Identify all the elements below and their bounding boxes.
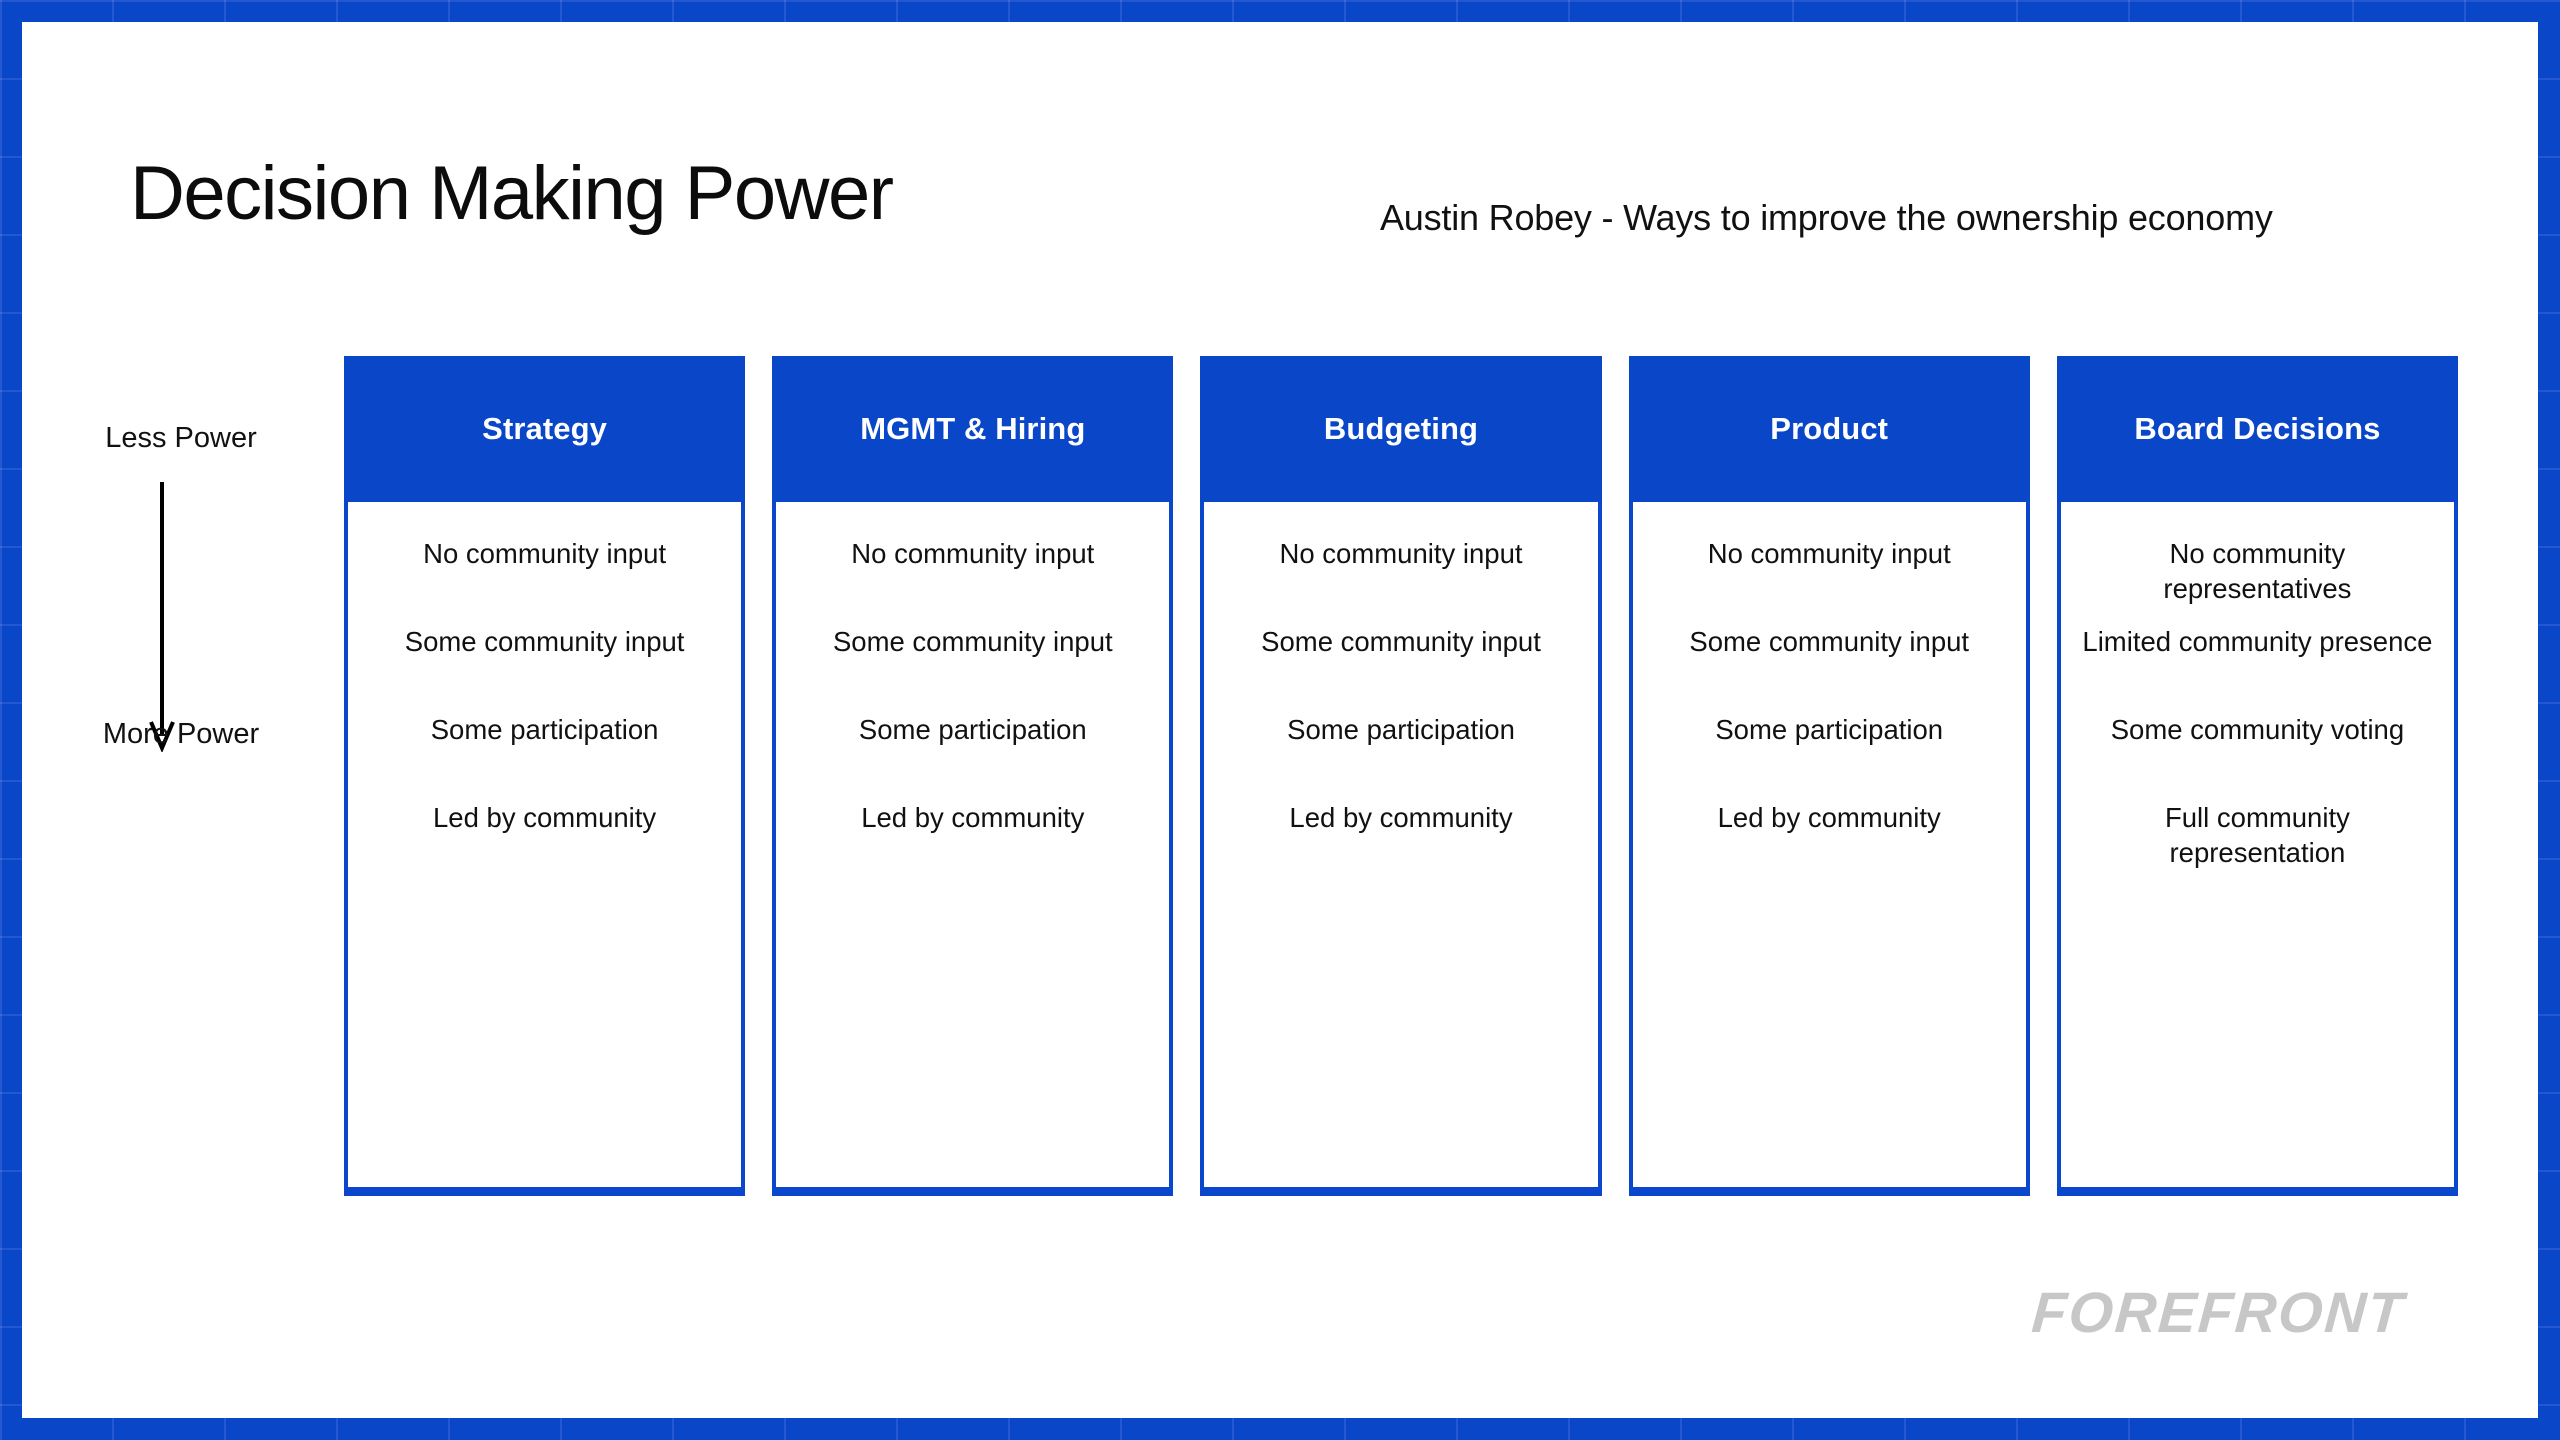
matrix-cell: Some community input	[348, 624, 741, 712]
cell-text: Full community representation	[2164, 802, 2350, 868]
column-header[interactable]: Product	[1628, 356, 2030, 502]
matrix-cell: Some participation	[1204, 712, 1597, 800]
cell-text: Some community input	[1689, 626, 1970, 657]
cell-text: Some participation	[1715, 714, 1944, 745]
matrix-column-product[interactable]: Product No community input Some communit…	[1628, 356, 2030, 1196]
matrix-cell: Led by community	[1633, 800, 2026, 888]
matrix-cell: Some community voting	[2061, 712, 2454, 800]
arrow-down-icon	[149, 482, 175, 752]
matrix-cell: No community representatives	[2061, 536, 2454, 624]
cell-text: Led by community	[1289, 802, 1513, 833]
matrix-column-board-decisions[interactable]: Board Decisions No community representat…	[2056, 356, 2459, 1196]
column-header[interactable]: Strategy	[344, 356, 746, 502]
matrix-cell: No community input	[776, 536, 1169, 624]
cell-text: Some community input	[832, 626, 1113, 657]
column-header[interactable]: Board Decisions	[2056, 356, 2459, 502]
power-axis: Less Power More Power	[56, 422, 306, 1252]
matrix-cell: Some community input	[1204, 624, 1597, 712]
matrix-cell: Some community input	[776, 624, 1169, 712]
column-header[interactable]: Budgeting	[1200, 356, 1602, 502]
matrix-cell: Some participation	[776, 712, 1169, 800]
matrix-cell: Limited community presence	[2061, 624, 2454, 712]
axis-label-more-power: More Power	[102, 718, 260, 750]
cell-text: Some community voting	[2110, 714, 2405, 745]
matrix-column-budgeting[interactable]: Budgeting No community input Some commun…	[1200, 356, 1602, 1196]
matrix-cell: Some community input	[1633, 624, 2026, 712]
cell-text: No community input	[1707, 538, 1951, 569]
cell-text: Some participation	[858, 714, 1087, 745]
page-title: Decision Making Power	[130, 151, 894, 236]
slide-canvas: Decision Making Power Austin Robey - Way…	[22, 22, 2538, 1418]
cell-text: Some community input	[404, 626, 685, 657]
cell-text: Led by community	[1717, 802, 1941, 833]
matrix-cell: Led by community	[776, 800, 1169, 888]
matrix-cell: Full community representation	[2061, 800, 2454, 888]
matrix-cell: Some participation	[1633, 712, 2026, 800]
matrix-column-strategy[interactable]: Strategy No community input Some communi…	[344, 356, 746, 1196]
cell-text: Limited community presence	[2082, 626, 2433, 657]
matrix-column-mgmt-hiring[interactable]: MGMT & Hiring No community input Some co…	[772, 356, 1174, 1196]
power-matrix: Strategy No community input Some communi…	[344, 356, 2459, 1196]
cell-text: Some participation	[1287, 714, 1515, 745]
cell-text: Led by community	[433, 802, 657, 833]
matrix-cell: Some participation	[348, 712, 741, 800]
cell-text: No community input	[1279, 538, 1523, 569]
matrix-cell: No community input	[348, 536, 741, 624]
matrix-cell: Led by community	[1204, 800, 1597, 888]
axis-label-less-power: Less Power	[105, 422, 257, 454]
matrix-cell: No community input	[1633, 536, 2026, 624]
column-body: No community input Some community input …	[1628, 502, 2030, 1196]
cell-text: Some community input	[1261, 626, 1541, 657]
matrix-cell: No community input	[1204, 536, 1597, 624]
column-body: No community input Some community input …	[772, 502, 1174, 1196]
column-body: No community input Some community input …	[344, 502, 746, 1196]
cell-text: No community representatives	[2163, 538, 2352, 604]
column-header[interactable]: MGMT & Hiring	[772, 356, 1174, 502]
cell-text: No community input	[423, 538, 667, 569]
slide-subtitle: Austin Robey - Ways to improve the owner…	[1380, 197, 2273, 238]
cell-text: Led by community	[861, 802, 1085, 833]
column-body: No community representatives Limited com…	[2056, 502, 2459, 1196]
cell-text: No community input	[851, 538, 1095, 569]
cell-text: Some participation	[430, 714, 659, 745]
matrix-cell: Led by community	[348, 800, 741, 888]
forefront-logo: FOREFRONT	[2029, 1281, 2407, 1345]
column-body: No community input Some community input …	[1200, 502, 1602, 1196]
